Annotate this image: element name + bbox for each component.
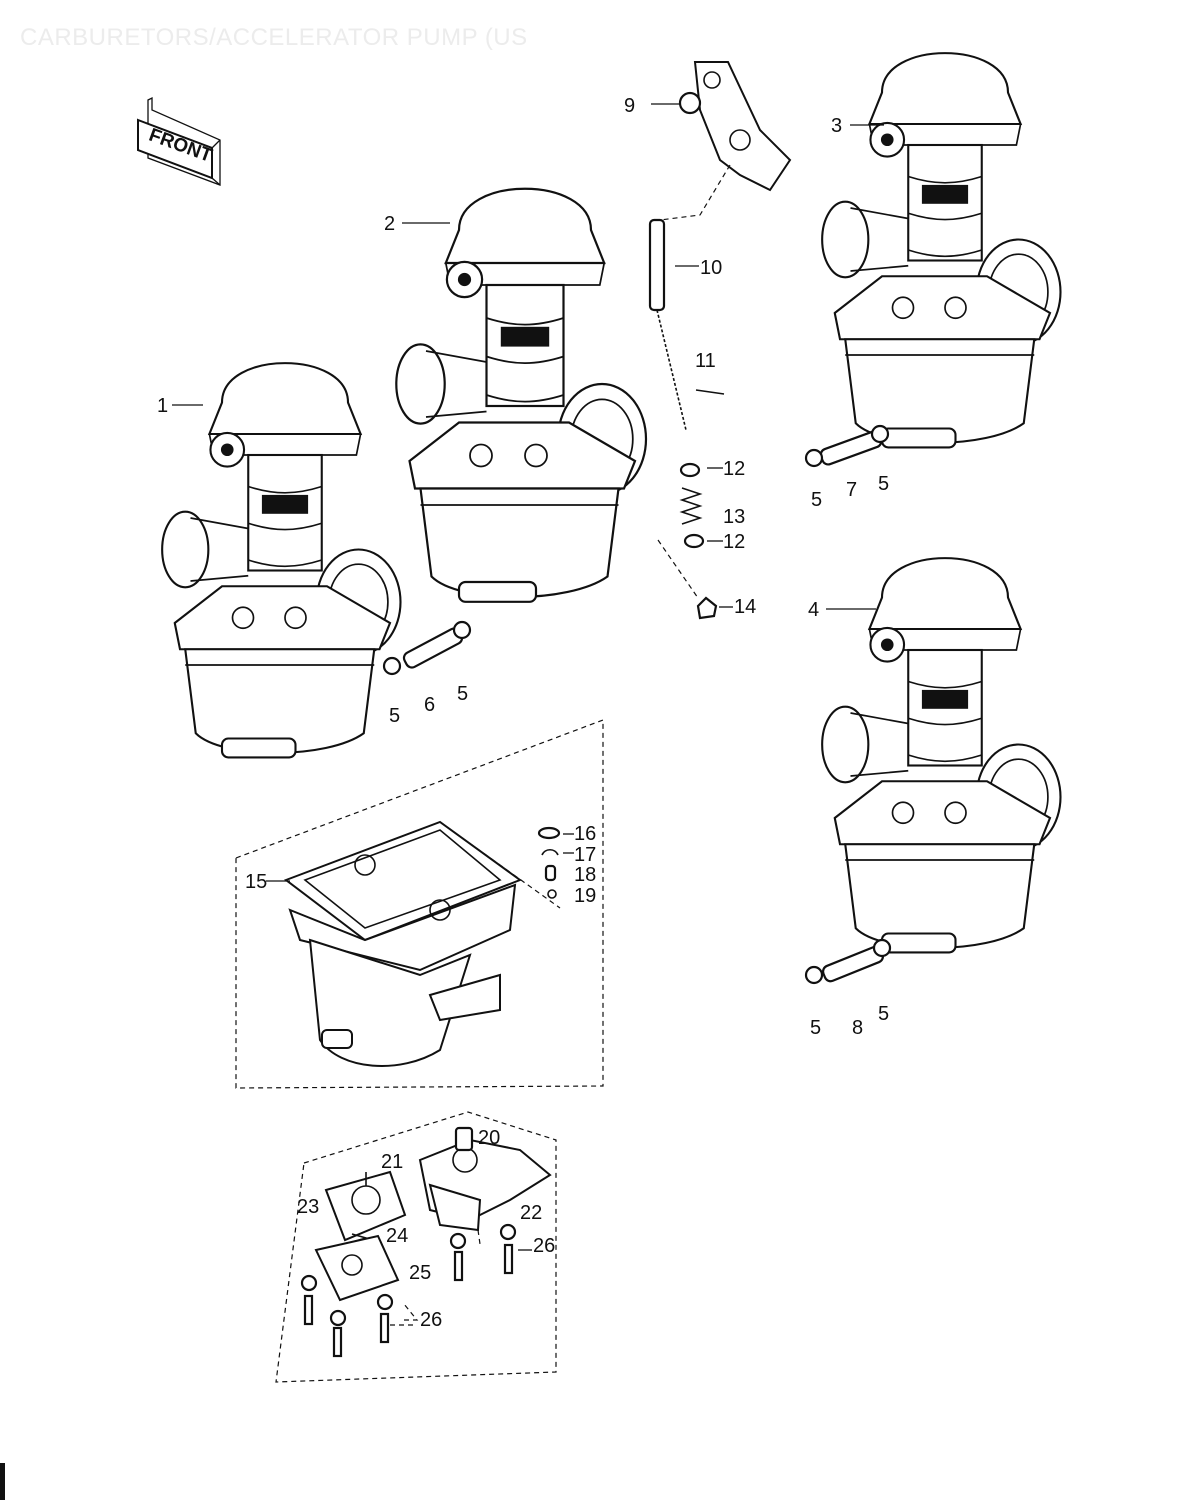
cap-20 <box>454 1126 474 1152</box>
edge-mark <box>0 1463 5 1500</box>
callout-24: 24 <box>386 1225 408 1247</box>
callout-26b: 26 <box>420 1309 442 1331</box>
callout-16: 16 <box>574 823 596 845</box>
pin-11 <box>695 389 725 395</box>
callout-22: 22 <box>520 1202 542 1224</box>
callout-5b: 5 <box>457 683 468 705</box>
callout-5d: 5 <box>878 473 889 495</box>
callout-2: 2 <box>384 213 395 235</box>
pump-leaders <box>390 1229 481 1326</box>
fuel-pipe-6 <box>382 620 472 676</box>
float-needle-16 <box>537 826 561 840</box>
callout-3: 3 <box>831 115 842 137</box>
choke-lever-9 <box>678 61 792 192</box>
pump-inset-frame <box>275 1111 557 1383</box>
carburetor-3 <box>821 52 1062 449</box>
front-direction-badge: FRONT <box>137 96 221 186</box>
callout-11: 11 <box>695 350 716 372</box>
fuel-pipe-7 <box>804 424 890 468</box>
callout-6: 6 <box>424 694 435 716</box>
float-bowl-15 <box>283 820 523 1067</box>
carburetor-2 <box>395 187 648 603</box>
carburetor-1 <box>161 362 402 759</box>
callout-19: 19 <box>574 885 596 907</box>
callout-23: 23 <box>297 1196 319 1218</box>
spring-13 <box>679 487 703 525</box>
callout-5e: 5 <box>810 1017 821 1039</box>
callout-14: 14 <box>734 596 756 618</box>
jet-18 <box>544 864 557 882</box>
pump-body-25 <box>314 1234 400 1302</box>
callout-8: 8 <box>852 1017 863 1039</box>
float-bowl-inset-frame <box>235 719 604 1089</box>
callout-10: 10 <box>700 257 722 279</box>
fuel-pipe-8 <box>804 938 892 985</box>
callout-15: 15 <box>245 871 267 893</box>
callout-7: 7 <box>846 479 857 501</box>
callout-25: 25 <box>409 1262 431 1284</box>
callout-21: 21 <box>381 1151 403 1173</box>
washer-12a <box>679 462 701 478</box>
nut-14 <box>696 596 718 620</box>
leader-lines <box>172 103 884 1251</box>
linkage-leader <box>657 539 699 599</box>
diaphragm-23 <box>324 1170 407 1242</box>
callout-1: 1 <box>157 395 168 417</box>
callout-9: 9 <box>624 95 635 117</box>
clip-17 <box>541 848 559 856</box>
callout-5f: 5 <box>878 1003 889 1025</box>
page-title: CARBURETORS/ACCELERATOR PUMP (US <box>20 24 528 51</box>
callout-5c: 5 <box>811 489 822 511</box>
callout-12a: 12 <box>723 458 745 480</box>
pump-cover-22 <box>418 1138 552 1232</box>
washer-12b <box>683 533 705 549</box>
washer-19 <box>547 889 557 899</box>
callout-labels: 1 2 3 4 5 5 5 5 5 5 6 7 8 9 10 11 12 12 … <box>157 95 889 1331</box>
choke-leader <box>659 164 731 221</box>
throttle-screw-10 <box>648 218 687 431</box>
callout-12b: 12 <box>723 531 745 553</box>
inset-leader <box>439 821 561 909</box>
callout-26a: 26 <box>533 1235 555 1257</box>
carburetor-4 <box>821 557 1062 954</box>
callout-17: 17 <box>574 844 596 866</box>
callout-13: 13 <box>723 506 745 528</box>
screw-set-26 <box>300 1223 517 1358</box>
callout-20: 20 <box>478 1127 500 1149</box>
callout-5a: 5 <box>389 705 400 727</box>
callout-18: 18 <box>574 864 596 886</box>
callout-4: 4 <box>808 599 819 621</box>
